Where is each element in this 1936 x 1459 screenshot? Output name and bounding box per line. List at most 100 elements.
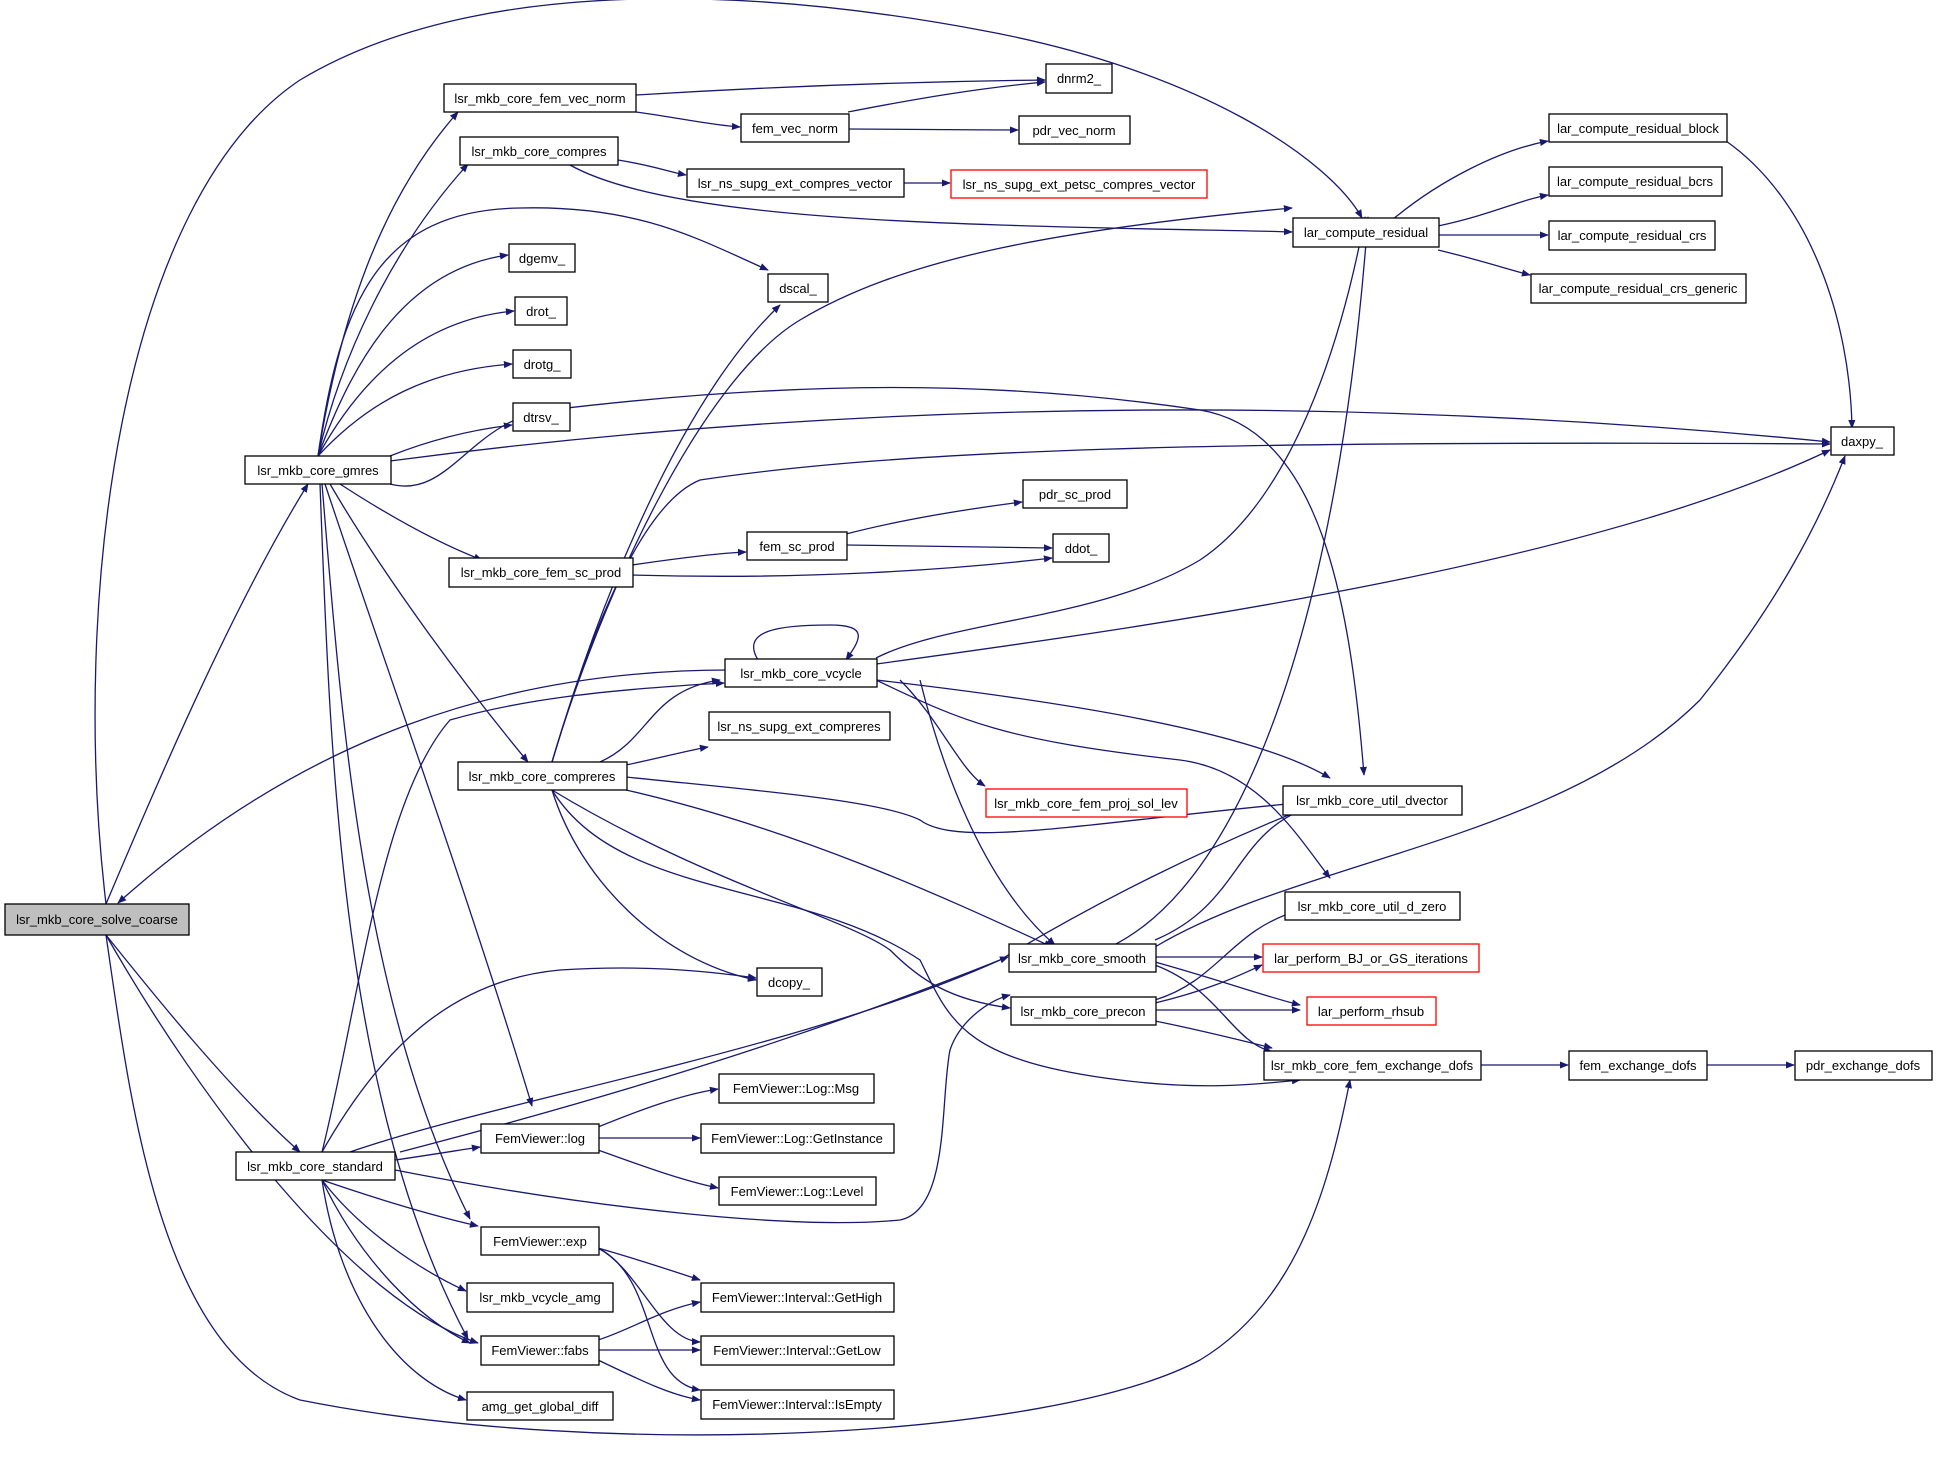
node-lar-residual[interactable]: lar_compute_residual bbox=[1292, 217, 1440, 248]
node-dtrsv[interactable]: dtrsv_ bbox=[512, 402, 571, 432]
edge-fv-log-to-msg bbox=[597, 1086, 719, 1128]
svg-text:lsr_mkb_core_vcycle: lsr_mkb_core_vcycle bbox=[740, 666, 861, 681]
node-ns-compreres[interactable]: lsr_ns_supg_ext_compreres bbox=[708, 711, 891, 741]
node-fem-sc-prod-core[interactable]: lsr_mkb_core_fem_sc_prod bbox=[448, 557, 634, 588]
edge-solve-coarse-to-exchange-dofs bbox=[105, 934, 1352, 1436]
node-vcycle[interactable]: lsr_mkb_core_vcycle bbox=[724, 658, 878, 688]
edge-standard-to-dcopy bbox=[321, 967, 757, 1153]
edge-vcycle-self-loop bbox=[752, 624, 859, 661]
node-standard[interactable]: lsr_mkb_core_standard bbox=[235, 1151, 396, 1181]
edge-gmres-to-fem-vec-norm-core bbox=[317, 111, 459, 457]
svg-text:amg_get_global_diff: amg_get_global_diff bbox=[482, 1399, 599, 1414]
edge-gmres-to-compres bbox=[317, 163, 469, 457]
edge-smooth-to-rhsub bbox=[1154, 961, 1301, 1007]
edge-vcycle-to-util-dvector bbox=[875, 679, 1331, 779]
node-fem-vec-norm[interactable]: fem_vec_norm bbox=[740, 113, 850, 143]
edge-gmres-to-compreres bbox=[329, 483, 529, 763]
node-vcycle-amg[interactable]: lsr_mkb_vcycle_amg bbox=[466, 1282, 614, 1313]
svg-text:FemViewer::fabs: FemViewer::fabs bbox=[491, 1343, 589, 1358]
node-log-level[interactable]: FemViewer::Log::Level bbox=[718, 1176, 877, 1206]
svg-text:lsr_mkb_core_compreres: lsr_mkb_core_compreres bbox=[469, 769, 616, 784]
node-dgemv[interactable]: dgemv_ bbox=[508, 243, 576, 273]
edge-compreres-to-ns-compreres bbox=[625, 744, 709, 766]
svg-text:dnrm2_: dnrm2_ bbox=[1057, 71, 1102, 86]
svg-text:lar_compute_residual_crs_gener: lar_compute_residual_crs_generic bbox=[1539, 281, 1738, 296]
node-daxpy[interactable]: daxpy_ bbox=[1830, 426, 1895, 456]
svg-text:daxpy_: daxpy_ bbox=[1841, 434, 1884, 449]
node-proj-sol-lev[interactable]: lsr_mkb_core_fem_proj_sol_lev bbox=[985, 788, 1188, 818]
svg-text:fem_exchange_dofs: fem_exchange_dofs bbox=[1579, 1058, 1697, 1073]
edge-compreres-to-dcopy bbox=[551, 789, 757, 982]
edge-gmres-to-dgemv bbox=[317, 252, 509, 457]
node-gmres[interactable]: lsr_mkb_core_gmres bbox=[244, 455, 392, 485]
edge-solve-coarse-to-standard bbox=[105, 934, 301, 1153]
node-lar-residual-bcrs[interactable]: lar_compute_residual_bcrs bbox=[1548, 166, 1723, 197]
node-solve-coarse[interactable]: lsr_mkb_core_solve_coarse bbox=[4, 903, 190, 936]
svg-text:lsr_mkb_vcycle_amg: lsr_mkb_vcycle_amg bbox=[479, 1290, 600, 1305]
svg-text:lsr_mkb_core_fem_vec_norm: lsr_mkb_core_fem_vec_norm bbox=[454, 91, 625, 106]
node-fem-vec-norm-core[interactable]: lsr_mkb_core_fem_vec_norm bbox=[443, 83, 637, 113]
node-dscal[interactable]: dscal_ bbox=[767, 273, 829, 303]
svg-text:lar_perform_BJ_or_GS_iteration: lar_perform_BJ_or_GS_iterations bbox=[1274, 951, 1468, 966]
svg-text:lsr_mkb_core_util_d_zero: lsr_mkb_core_util_d_zero bbox=[1298, 899, 1447, 914]
svg-text:pdr_sc_prod: pdr_sc_prod bbox=[1039, 487, 1111, 502]
node-fem-exchange-dofs[interactable]: fem_exchange_dofs bbox=[1568, 1050, 1708, 1081]
svg-text:lsr_mkb_core_fem_proj_sol_lev: lsr_mkb_core_fem_proj_sol_lev bbox=[994, 796, 1178, 811]
svg-text:FemViewer::Interval::GetLow: FemViewer::Interval::GetLow bbox=[713, 1343, 881, 1358]
edge-gmres-to-fem-sc-prod-core bbox=[339, 483, 483, 561]
node-lar-residual-block[interactable]: lar_compute_residual_block bbox=[1548, 113, 1728, 143]
edge-solve-coarse-to-fabs bbox=[105, 934, 479, 1344]
node-util-d-zero[interactable]: lsr_mkb_core_util_d_zero bbox=[1284, 891, 1461, 921]
edge-precon-to-exchange-dofs bbox=[1154, 1020, 1273, 1050]
node-amg-diff[interactable]: amg_get_global_diff bbox=[466, 1391, 614, 1421]
edge-vcycle-to-lar-residual bbox=[875, 216, 1368, 659]
node-lar-residual-crs[interactable]: lar_compute_residual_crs bbox=[1548, 220, 1716, 251]
svg-text:lar_compute_residual_block: lar_compute_residual_block bbox=[1557, 121, 1719, 136]
edge-standard-to-vcycle-amg bbox=[321, 1179, 467, 1292]
node-util-dvector[interactable]: lsr_mkb_core_util_dvector bbox=[1282, 785, 1463, 816]
node-fv-exp[interactable]: FemViewer::exp bbox=[480, 1226, 600, 1256]
node-smooth[interactable]: lsr_mkb_core_smooth bbox=[1008, 943, 1157, 973]
edge-gmres-to-fv-exp bbox=[321, 483, 471, 1220]
node-get-high[interactable]: FemViewer::Interval::GetHigh bbox=[700, 1282, 895, 1313]
node-is-empty[interactable]: FemViewer::Interval::IsEmpty bbox=[700, 1389, 895, 1420]
svg-text:FemViewer::Interval::GetHigh: FemViewer::Interval::GetHigh bbox=[712, 1290, 882, 1305]
svg-text:lar_compute_residual: lar_compute_residual bbox=[1304, 225, 1428, 240]
node-petsc-compres-vector[interactable]: lsr_ns_supg_ext_petsc_compres_vector bbox=[950, 169, 1208, 199]
svg-text:FemViewer::exp: FemViewer::exp bbox=[493, 1234, 587, 1249]
edge-precon-to-util-d-zero bbox=[1154, 908, 1301, 1001]
node-fv-fabs[interactable]: FemViewer::fabs bbox=[480, 1335, 600, 1366]
svg-text:lar_perform_rhsub: lar_perform_rhsub bbox=[1318, 1004, 1424, 1019]
node-lar-residual-crs-generic[interactable]: lar_compute_residual_crs_generic bbox=[1530, 273, 1747, 304]
node-ddot[interactable]: ddot_ bbox=[1052, 533, 1110, 563]
svg-text:lsr_mkb_core_util_dvector: lsr_mkb_core_util_dvector bbox=[1296, 793, 1448, 808]
node-dnrm2[interactable]: dnrm2_ bbox=[1045, 63, 1113, 94]
node-ns-compres-vector[interactable]: lsr_ns_supg_ext_compres_vector bbox=[686, 168, 905, 198]
node-dcopy[interactable]: dcopy_ bbox=[756, 967, 823, 997]
node-compres[interactable]: lsr_mkb_core_compres bbox=[459, 136, 619, 166]
node-drotg[interactable]: drotg_ bbox=[512, 349, 572, 379]
node-bj-gs[interactable]: lar_perform_BJ_or_GS_iterations bbox=[1262, 943, 1480, 973]
node-log-getinstance[interactable]: FemViewer::Log::GetInstance bbox=[700, 1123, 895, 1154]
node-log-msg[interactable]: FemViewer::Log::Msg bbox=[718, 1073, 875, 1104]
svg-text:dscal_: dscal_ bbox=[779, 281, 817, 296]
svg-text:pdr_vec_norm: pdr_vec_norm bbox=[1032, 123, 1115, 138]
node-exchange-dofs-core[interactable]: lsr_mkb_core_fem_exchange_dofs bbox=[1263, 1050, 1482, 1081]
node-drot[interactable]: drot_ bbox=[514, 296, 568, 326]
node-rhsub[interactable]: lar_perform_rhsub bbox=[1306, 996, 1437, 1026]
edge-fem-sc-prod-core-to-ddot bbox=[631, 555, 1053, 577]
node-precon[interactable]: lsr_mkb_core_precon bbox=[1010, 996, 1157, 1026]
edge-standard-to-fv-log bbox=[394, 1144, 481, 1161]
edge-gmres-to-dtrsv bbox=[389, 422, 513, 457]
node-pdr-vec-norm[interactable]: pdr_vec_norm bbox=[1018, 115, 1131, 145]
node-fem-sc-prod[interactable]: fem_sc_prod bbox=[746, 531, 848, 561]
node-fv-log[interactable]: FemViewer::log bbox=[480, 1123, 600, 1154]
node-pdr-sc-prod[interactable]: pdr_sc_prod bbox=[1022, 479, 1128, 509]
node-compreres[interactable]: lsr_mkb_core_compreres bbox=[457, 761, 628, 791]
svg-text:fem_sc_prod: fem_sc_prod bbox=[759, 539, 834, 554]
node-pdr-exchange-dofs[interactable]: pdr_exchange_dofs bbox=[1794, 1050, 1933, 1081]
node-get-low[interactable]: FemViewer::Interval::GetLow bbox=[700, 1335, 895, 1366]
edge-compreres-to-exchange-dofs bbox=[551, 789, 1301, 1087]
edges bbox=[94, 0, 1856, 1436]
edge-lar-residual-to-bcrs bbox=[1437, 192, 1549, 227]
